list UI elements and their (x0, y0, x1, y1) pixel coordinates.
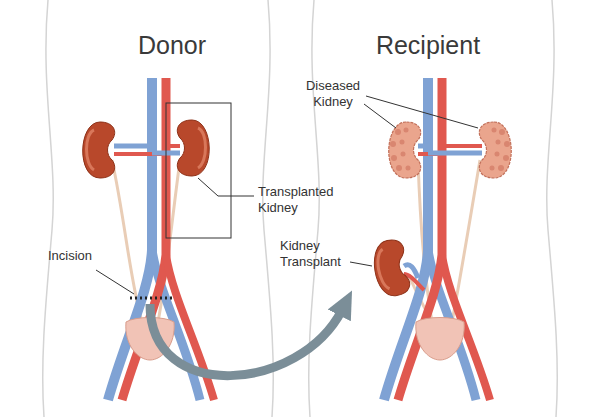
highlight-box (166, 103, 231, 238)
diseased-kidney (479, 122, 511, 178)
leader-line (364, 104, 396, 128)
part-label: Transplanted Kidney (258, 184, 344, 215)
part-label: Incision (48, 248, 118, 264)
renal-artery (442, 144, 482, 148)
recipient-anatomy (350, 78, 511, 400)
leader-line (366, 96, 478, 128)
leader-line (350, 262, 372, 266)
kidney (177, 120, 209, 176)
transfer-arrow (150, 304, 342, 376)
part-label: Diseased Kidney (300, 78, 366, 109)
renal-vein (114, 144, 152, 149)
part-label: Kidney Transplant (280, 238, 352, 269)
incision-line (130, 297, 172, 300)
body-outline (43, 0, 558, 417)
leader-line (96, 270, 134, 294)
kidney (370, 238, 411, 299)
bladder (416, 318, 464, 361)
kidney (83, 122, 115, 178)
leader-line (198, 178, 254, 196)
renal-vein (428, 151, 482, 156)
renal-artery (166, 144, 180, 148)
vena-cava (384, 78, 428, 400)
renal-vein (418, 144, 428, 149)
heading: Recipient (358, 30, 498, 60)
heading: Donor (112, 30, 232, 60)
diseased-kidney (389, 122, 421, 178)
